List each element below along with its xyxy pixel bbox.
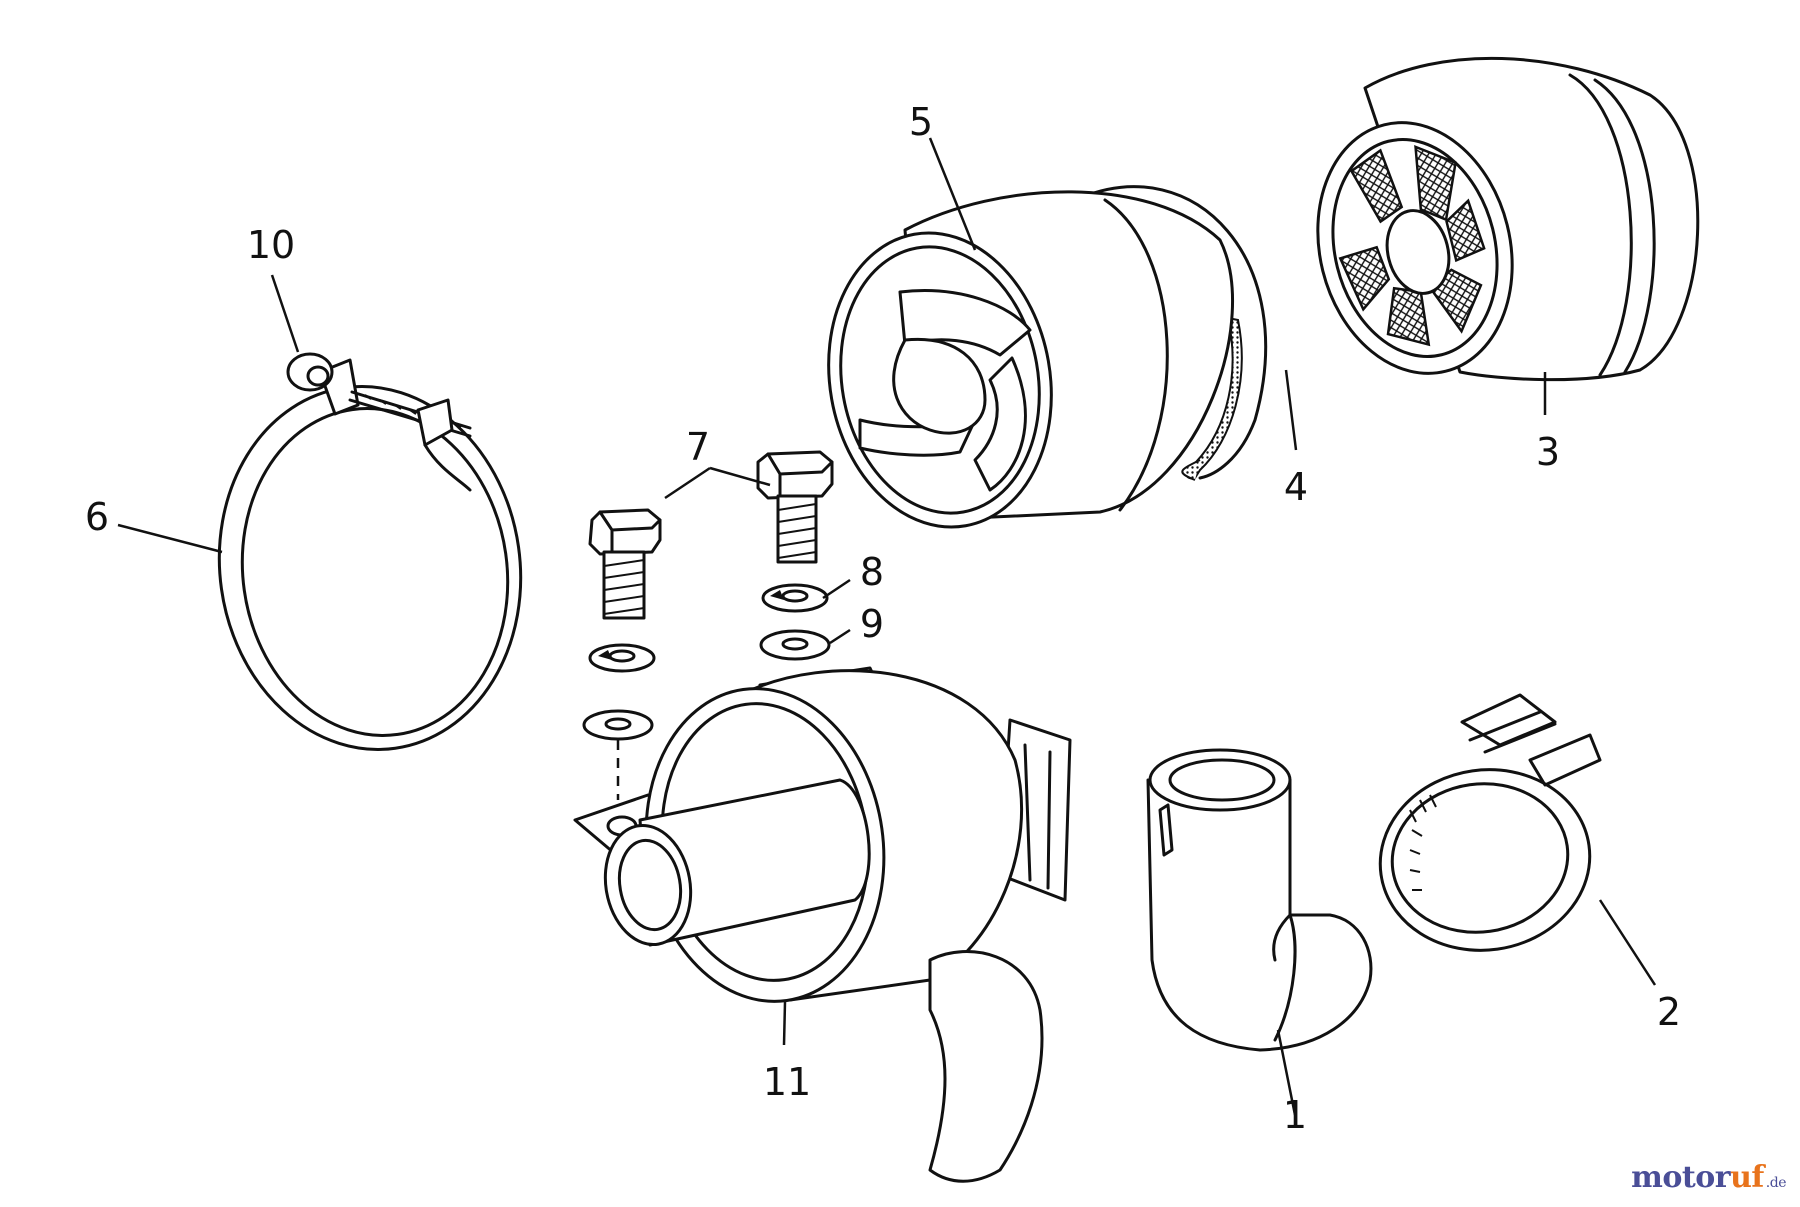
part-3-filter-housing <box>1316 56 1700 382</box>
leader-lines <box>117 137 1657 1116</box>
part-9-flat-washer <box>582 709 654 741</box>
callout-6: 6 <box>85 495 109 539</box>
part-8-lock-washer <box>588 643 656 673</box>
part-7-bolt <box>588 508 662 620</box>
part-5-prefilter <box>827 190 1234 529</box>
part-2-hose-clamp <box>1378 693 1602 952</box>
part-1-elbow-hose <box>1146 748 1373 1052</box>
callout-11: 11 <box>763 1060 811 1104</box>
callout-4: 4 <box>1284 465 1308 509</box>
callout-9: 9 <box>860 602 884 646</box>
part-8-lock-washer <box>761 583 829 613</box>
part-9-flat-washer <box>759 629 831 661</box>
part-4-gasket-ring <box>1078 185 1268 481</box>
part-11-filter-body <box>573 666 1072 1183</box>
callout-1: 1 <box>1283 1093 1307 1137</box>
part-10-nut <box>286 352 334 392</box>
part-7-bolt <box>756 450 834 564</box>
part-6-clamp-band <box>217 358 523 751</box>
motoruf-logo: motoruf.de <box>1631 1160 1786 1195</box>
callout-7: 7 <box>686 425 710 469</box>
callout-10: 10 <box>247 223 295 267</box>
callout-8: 8 <box>860 550 884 594</box>
callout-2: 2 <box>1657 990 1681 1034</box>
callout-3: 3 <box>1536 430 1560 474</box>
callouts: 1 2 3 4 5 6 7 8 9 10 11 <box>85 100 1681 1137</box>
callout-5: 5 <box>909 100 933 144</box>
